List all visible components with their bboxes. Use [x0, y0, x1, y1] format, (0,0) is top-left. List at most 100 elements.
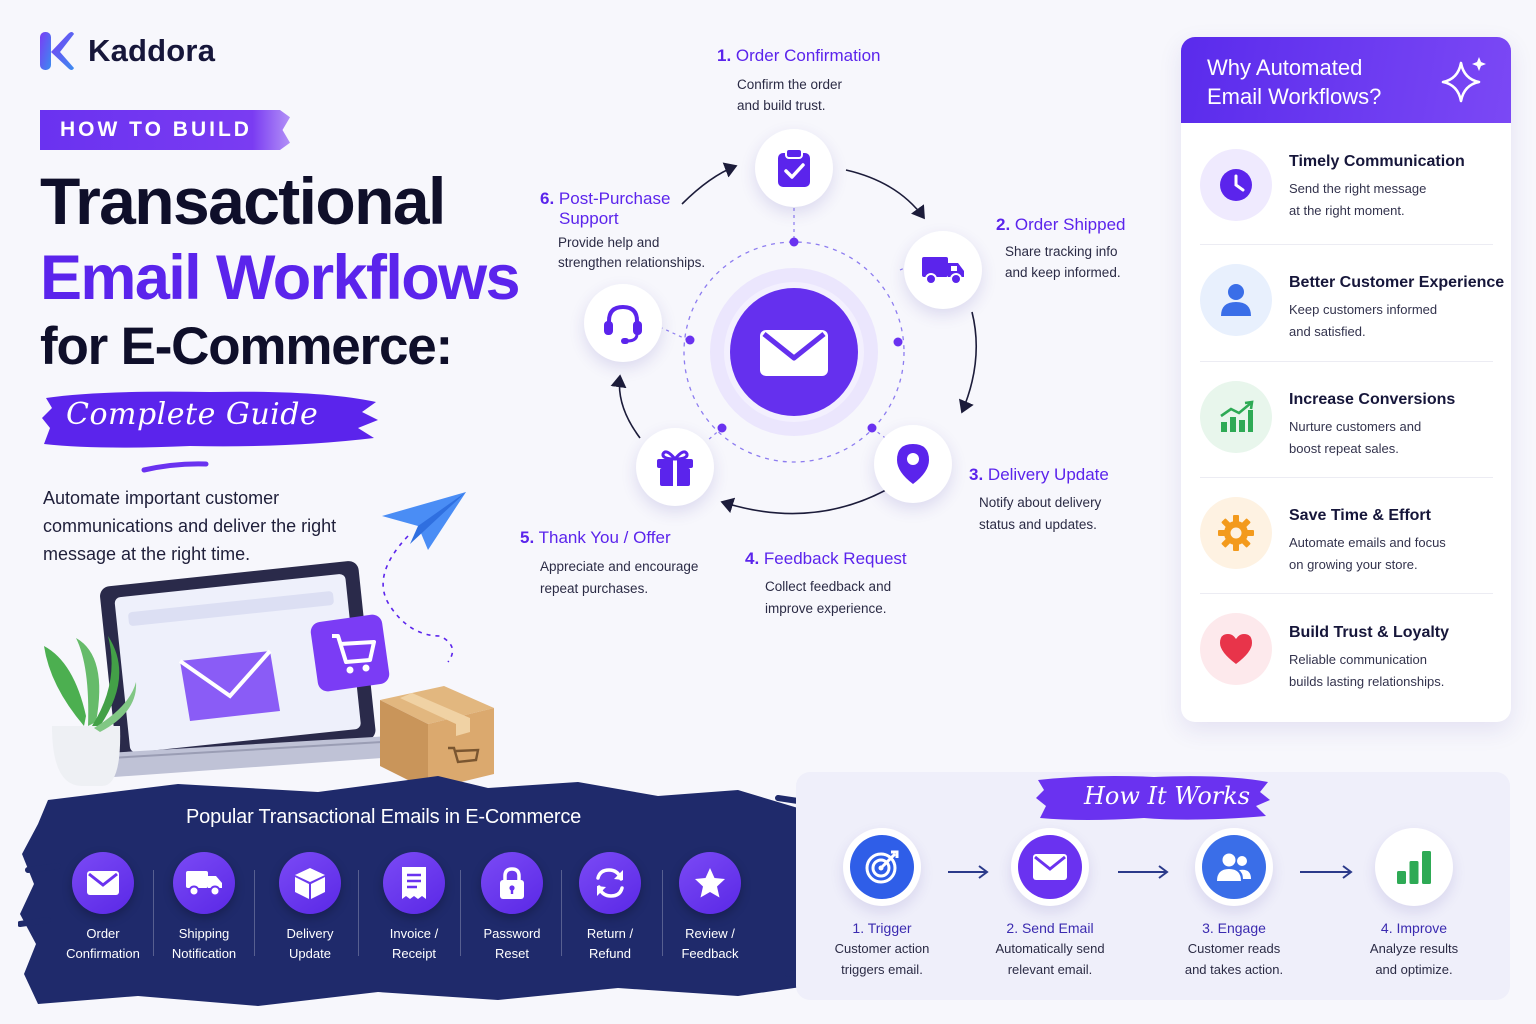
gift-icon	[657, 450, 693, 486]
step-5-desc-line-2: repeat purchases.	[540, 581, 649, 596]
benefit-desc-line-2: at the right moment.	[1289, 203, 1405, 218]
tile-label-line-2: Update	[289, 946, 331, 961]
benefit-divider	[1200, 361, 1493, 362]
star-icon	[695, 868, 725, 898]
step-4-title: Feedback Request	[763, 549, 907, 568]
tile-separator	[662, 870, 663, 956]
benefit-title: Better Customer Experience	[1289, 274, 1505, 291]
step-6-node[interactable]	[584, 284, 662, 362]
step-3-node[interactable]	[874, 425, 952, 503]
step-5-title: Thank You / Offer	[538, 528, 671, 547]
how-it-works-title: How It Works	[1084, 782, 1251, 810]
step-1-text: 1. Order Confirmation Confirm the order …	[717, 46, 880, 116]
benefit-desc-line-1: Reliable communication	[1289, 652, 1428, 667]
sparkle-icon	[1441, 57, 1486, 103]
popular-item-return-refund[interactable]: Return /Refund	[560, 852, 660, 964]
tile-label-line-1: Invoice /	[389, 926, 439, 941]
truck-icon	[922, 257, 964, 285]
guide-underline	[141, 461, 209, 473]
step-6-text: 6. Post-Purchase Support Provide help an…	[540, 189, 705, 273]
step-6-title-line-2: Support	[559, 209, 619, 228]
step-2-title: Order Shipped	[1014, 215, 1126, 234]
page-title-line-1: Transactional	[40, 164, 446, 238]
target-icon	[865, 850, 899, 884]
user-icon	[1221, 284, 1251, 316]
step-3-title: Delivery Update	[987, 465, 1109, 484]
truck-icon	[186, 871, 222, 897]
popular-emails-title: Popular Transactional Emails in E-Commer…	[186, 806, 582, 828]
benefit-title: Save Time & Effort	[1289, 507, 1431, 524]
hero-tagline: Automate important customer communicatio…	[43, 488, 337, 564]
workflow-wheel	[610, 162, 978, 515]
brand-logo[interactable]: Kaddora	[38, 30, 215, 72]
benefit-title: Timely Communication	[1289, 153, 1465, 170]
how-step-desc-line-1: Customer reads	[1187, 941, 1281, 956]
benefit-desc-line-1: Keep customers informed	[1289, 302, 1438, 317]
heart-icon	[1220, 634, 1252, 664]
guide-subtitle: Complete Guide	[66, 397, 319, 432]
benefit-desc-line-2: and satisfied.	[1289, 324, 1366, 339]
tile-label-line-2: Confirmation	[66, 946, 140, 961]
benefits-heading-line-2: Email Workflows?	[1207, 84, 1382, 109]
step-6-title-line-1: Post-Purchase	[558, 189, 671, 208]
step-5-node[interactable]	[636, 428, 714, 506]
arrow-right-icon	[1300, 865, 1353, 879]
how-step-title: 2. Send Email	[1006, 920, 1094, 936]
popular-item-invoice-receipt[interactable]: Invoice /Receipt	[364, 852, 464, 964]
guide-brush-stroke	[42, 391, 378, 448]
step-1-title: Order Confirmation	[735, 46, 881, 65]
benefits-heading-line-1: Why Automated	[1207, 55, 1363, 80]
benefit-desc-line-1: Nurture customers and	[1289, 419, 1422, 434]
step-4-text: 4. Feedback Request Collect feedback and…	[745, 549, 907, 620]
tile-label-line-1: Review /	[685, 926, 735, 941]
step-1-node[interactable]	[755, 129, 833, 207]
step-4-number: 4.	[745, 549, 760, 568]
tile-label-line-2: Notification	[171, 946, 237, 961]
tile-label-line-1: Delivery	[286, 926, 334, 941]
step-2-node[interactable]	[904, 231, 982, 309]
how-step-title: 3. Engage	[1202, 920, 1266, 936]
benefit-title: Increase Conversions	[1289, 391, 1456, 408]
how-step-title: 4. Improve	[1380, 920, 1448, 936]
plant-icon	[44, 636, 137, 786]
refresh-icon	[596, 868, 624, 898]
step-2-desc-line-2: and keep informed.	[1005, 265, 1121, 280]
benefit-desc-line-2: on growing your store.	[1289, 557, 1418, 572]
step-3-desc-line-1: Notify about delivery	[979, 495, 1102, 510]
benefit-desc-line-1: Automate emails and focus	[1289, 535, 1446, 550]
step-1-number: 1.	[717, 46, 732, 65]
step-5-number: 5.	[520, 528, 535, 547]
laptop-icon	[90, 561, 410, 778]
step-6-number: 6.	[540, 189, 555, 208]
kaddora-logo-icon	[40, 32, 74, 70]
step-2-desc-line-1: Share tracking info	[1005, 244, 1118, 259]
how-step-desc-line-2: and optimize.	[1375, 962, 1453, 977]
page-title-line-2: Email Workflows	[40, 243, 521, 313]
how-step-desc-line-2: triggers email.	[841, 962, 923, 977]
gear-icon	[1218, 515, 1254, 551]
growth-chart-icon	[1220, 400, 1254, 432]
how-it-works-brush	[1036, 776, 1270, 820]
step-4-desc-line-1: Collect feedback and	[765, 579, 892, 594]
step-3-text: 3. Delivery Update Notify about delivery…	[969, 465, 1109, 536]
benefits-panel-header: Why Automated Email Workflows?	[1181, 37, 1511, 123]
tile-label-line-2: Refund	[589, 946, 631, 961]
arrow-right-icon	[1118, 865, 1169, 879]
benefit-divider	[1200, 244, 1493, 245]
benefit-desc-line-2: builds lasting relationships.	[1289, 674, 1445, 689]
step-6-desc-line-1: Provide help and	[558, 235, 660, 250]
tile-label-line-1: Order	[86, 926, 120, 941]
benefit-icon-bg	[1200, 381, 1272, 453]
envelope-icon	[1033, 854, 1067, 880]
popular-item-review-feedback[interactable]: Review /Feedback	[660, 852, 760, 964]
shopping-cart-icon	[310, 614, 390, 692]
paper-plane-icon	[382, 492, 466, 663]
